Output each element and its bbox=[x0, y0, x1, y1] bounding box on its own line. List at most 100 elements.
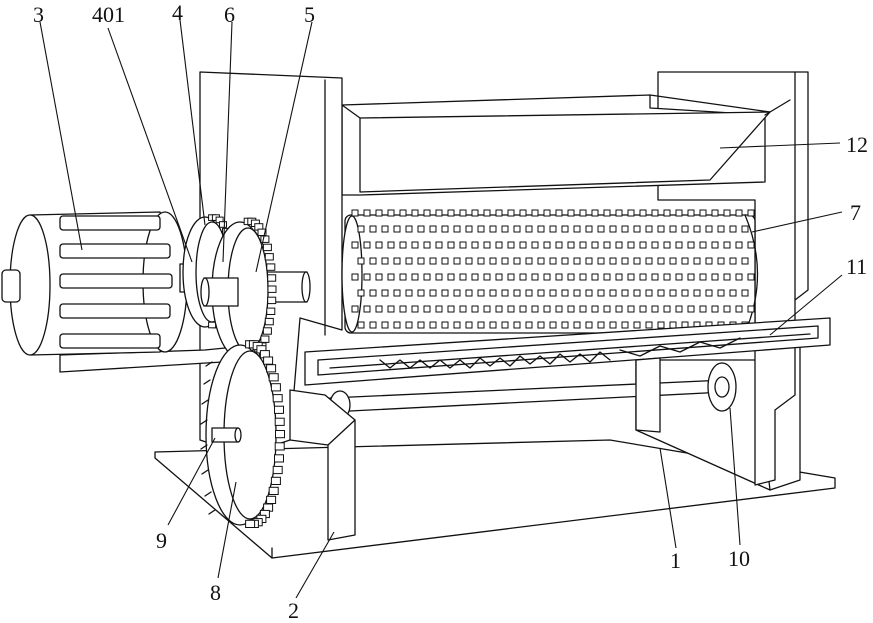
drum-tooth bbox=[490, 290, 496, 296]
drum-tooth bbox=[598, 258, 604, 264]
drum-tooth bbox=[694, 290, 700, 296]
drum-tooth bbox=[454, 226, 460, 232]
drum-tooth bbox=[664, 242, 670, 248]
gear-tooth bbox=[263, 328, 271, 334]
drum-tooth bbox=[580, 242, 586, 248]
gear-tooth bbox=[261, 336, 269, 342]
drum-tooth bbox=[628, 306, 634, 312]
drum-tooth bbox=[622, 258, 628, 264]
callout-1: 1 bbox=[670, 548, 681, 573]
drum-tooth bbox=[472, 306, 478, 312]
drum-tooth bbox=[622, 322, 628, 328]
drum-tooth bbox=[364, 274, 370, 280]
drum-tooth bbox=[466, 322, 472, 328]
drum-tooth bbox=[364, 210, 370, 216]
drum-tooth bbox=[598, 290, 604, 296]
drum-tooth bbox=[412, 274, 418, 280]
drum-tooth bbox=[634, 322, 640, 328]
drum-tooth bbox=[592, 242, 598, 248]
gear-tooth bbox=[275, 443, 284, 450]
drum-tooth bbox=[556, 274, 562, 280]
drum-tooth bbox=[640, 306, 646, 312]
drum-tooth bbox=[502, 258, 508, 264]
drum-tooth bbox=[700, 242, 706, 248]
drum-tooth bbox=[646, 322, 652, 328]
callout-2: 2 bbox=[288, 598, 299, 623]
drum-tooth bbox=[490, 258, 496, 264]
drum-tooth bbox=[586, 290, 592, 296]
drum-tooth bbox=[736, 242, 742, 248]
drum-tooth bbox=[730, 290, 736, 296]
drum-tooth bbox=[412, 242, 418, 248]
drum-tooth bbox=[634, 226, 640, 232]
drum-tooth bbox=[628, 242, 634, 248]
drum-tooth bbox=[364, 306, 370, 312]
drum-tooth bbox=[616, 242, 622, 248]
drum-tooth bbox=[658, 258, 664, 264]
right-lower-block bbox=[636, 358, 660, 432]
drum-tooth bbox=[574, 290, 580, 296]
drum-tooth bbox=[352, 242, 358, 248]
drum-tooth bbox=[748, 306, 754, 312]
drum-tooth bbox=[676, 274, 682, 280]
drum-tooth bbox=[538, 258, 544, 264]
gear-tooth bbox=[275, 418, 284, 425]
drum-tooth bbox=[604, 210, 610, 216]
drum-tooth bbox=[508, 210, 514, 216]
lower-gear-shaft bbox=[212, 428, 241, 442]
drum-tooth bbox=[400, 210, 406, 216]
drum-tooth bbox=[526, 290, 532, 296]
gear-tooth bbox=[269, 374, 278, 381]
drum-tooth bbox=[652, 274, 658, 280]
drum-tooth bbox=[358, 258, 364, 264]
callout-10: 10 bbox=[728, 546, 750, 571]
drum-tooth bbox=[484, 210, 490, 216]
drum-tooth bbox=[520, 210, 526, 216]
drum-tooth bbox=[550, 322, 556, 328]
gear-tooth bbox=[271, 477, 280, 484]
drum-tooth bbox=[412, 210, 418, 216]
drum-tooth bbox=[700, 306, 706, 312]
drum-tooth bbox=[364, 242, 370, 248]
drum-tooth bbox=[418, 322, 424, 328]
drum-tooth bbox=[598, 226, 604, 232]
drum-tooth bbox=[382, 258, 388, 264]
drum-tooth bbox=[424, 242, 430, 248]
drum-tooth bbox=[532, 242, 538, 248]
drum-tooth bbox=[526, 258, 532, 264]
drum-tooth bbox=[574, 322, 580, 328]
drum-tooth bbox=[652, 306, 658, 312]
drum-tooth bbox=[526, 226, 532, 232]
drum-tooth bbox=[448, 210, 454, 216]
drum-tooth bbox=[508, 306, 514, 312]
drum-tooth bbox=[466, 226, 472, 232]
drum-tooth bbox=[730, 258, 736, 264]
drum-tooth bbox=[520, 242, 526, 248]
drum-tooth bbox=[382, 322, 388, 328]
drum-tooth bbox=[460, 242, 466, 248]
drum-tooth bbox=[478, 226, 484, 232]
drum-tooth bbox=[628, 274, 634, 280]
drum-tooth bbox=[430, 258, 436, 264]
drum-tooth bbox=[706, 290, 712, 296]
drum-tooth bbox=[676, 306, 682, 312]
drum-tooth bbox=[724, 306, 730, 312]
drum-tooth bbox=[580, 210, 586, 216]
callout-11: 11 bbox=[846, 254, 867, 279]
drum-tooth bbox=[604, 274, 610, 280]
drum-tooth bbox=[694, 258, 700, 264]
callout-6: 6 bbox=[224, 2, 235, 27]
drum-tooth bbox=[688, 242, 694, 248]
drum-tooth bbox=[712, 242, 718, 248]
drum-tooth bbox=[616, 210, 622, 216]
drum-tooth bbox=[412, 306, 418, 312]
drum-tooth bbox=[376, 274, 382, 280]
drum-tooth bbox=[670, 226, 676, 232]
drum-tooth bbox=[550, 258, 556, 264]
drum-tooth bbox=[724, 242, 730, 248]
gear-tooth bbox=[276, 431, 285, 438]
drum-tooth bbox=[436, 306, 442, 312]
drum-tooth bbox=[472, 242, 478, 248]
drum-tooth bbox=[550, 290, 556, 296]
drum-tooth bbox=[454, 258, 460, 264]
